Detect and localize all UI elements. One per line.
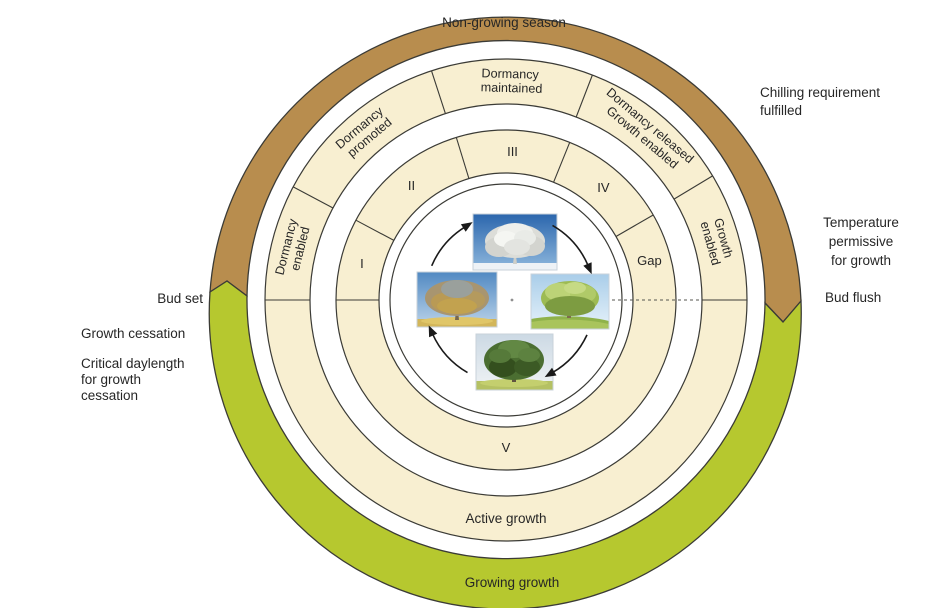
temperature-label-line2: permissive (829, 234, 894, 249)
stage-label-5: V (502, 440, 511, 455)
phase-divider-enabled-promoted (292, 186, 334, 209)
arrow-spring-to-summer (552, 334, 588, 374)
phase-label-active-growth: Active growth (465, 511, 546, 526)
cycle-arrowheads (428, 222, 592, 378)
svg-text:Dormancy maintained: Dormancy maintained (481, 66, 543, 96)
phase-label-line: Dormancy (481, 66, 539, 82)
stage-label-2: II (408, 178, 415, 193)
arrowhead-to-autumn (428, 325, 438, 338)
chilling-requirement-label-line1: Chilling requirement (760, 85, 880, 100)
spring-tree-photo (530, 273, 610, 330)
stage-label-gap: Gap (637, 253, 662, 268)
stage-label-3: III (507, 144, 518, 159)
autumn-tree-photo (416, 271, 498, 328)
non-growing-season-label: Non-growing season (442, 15, 566, 30)
growing-season-arc (208, 280, 802, 608)
phase-label-line: maintained (481, 80, 543, 96)
growing-season-label: Growing growth (465, 575, 560, 590)
bud-flush-label: Bud flush (825, 290, 881, 305)
winter-tree-photo (472, 213, 558, 271)
arrowhead-to-spring (583, 262, 592, 275)
phase-label-dormancy-maintained: Dormancy maintained (481, 66, 543, 96)
cycle-arrows (430, 224, 589, 374)
chilling-requirement-label-line2: fulfilled (760, 103, 802, 118)
phase-divider-promoted-maintained (430, 70, 446, 114)
arrow-winter-to-spring (552, 224, 589, 267)
phase-divider-maintained-released (575, 74, 593, 118)
arrow-summer-to-autumn (431, 333, 468, 374)
temperature-label-line1: Temperature (823, 215, 899, 230)
critical-daylength-label-line3: cessation (81, 388, 138, 403)
stage-divider-4-gap (615, 214, 654, 237)
stage-divider-1-2 (355, 219, 395, 241)
stage-divider-2-3 (455, 137, 470, 179)
temperature-label-line3: for growth (831, 253, 891, 268)
growth-cessation-label: Growth cessation (81, 326, 185, 341)
bud-set-label: Bud set (157, 291, 203, 306)
critical-daylength-label-line1: Critical daylength (81, 356, 185, 371)
stage-label-4: IV (597, 180, 610, 195)
arrowhead-to-winter (460, 222, 473, 232)
arrowhead-to-summer (544, 367, 557, 378)
arrow-autumn-to-winter (430, 226, 466, 267)
center-dot (510, 298, 514, 302)
critical-daylength-label-line2: for growth (81, 372, 141, 387)
phase-divider-released-growth (673, 175, 713, 200)
stage-label-1: I (360, 256, 364, 271)
summer-tree-photo (475, 333, 554, 391)
stage-divider-3-4 (553, 142, 571, 183)
